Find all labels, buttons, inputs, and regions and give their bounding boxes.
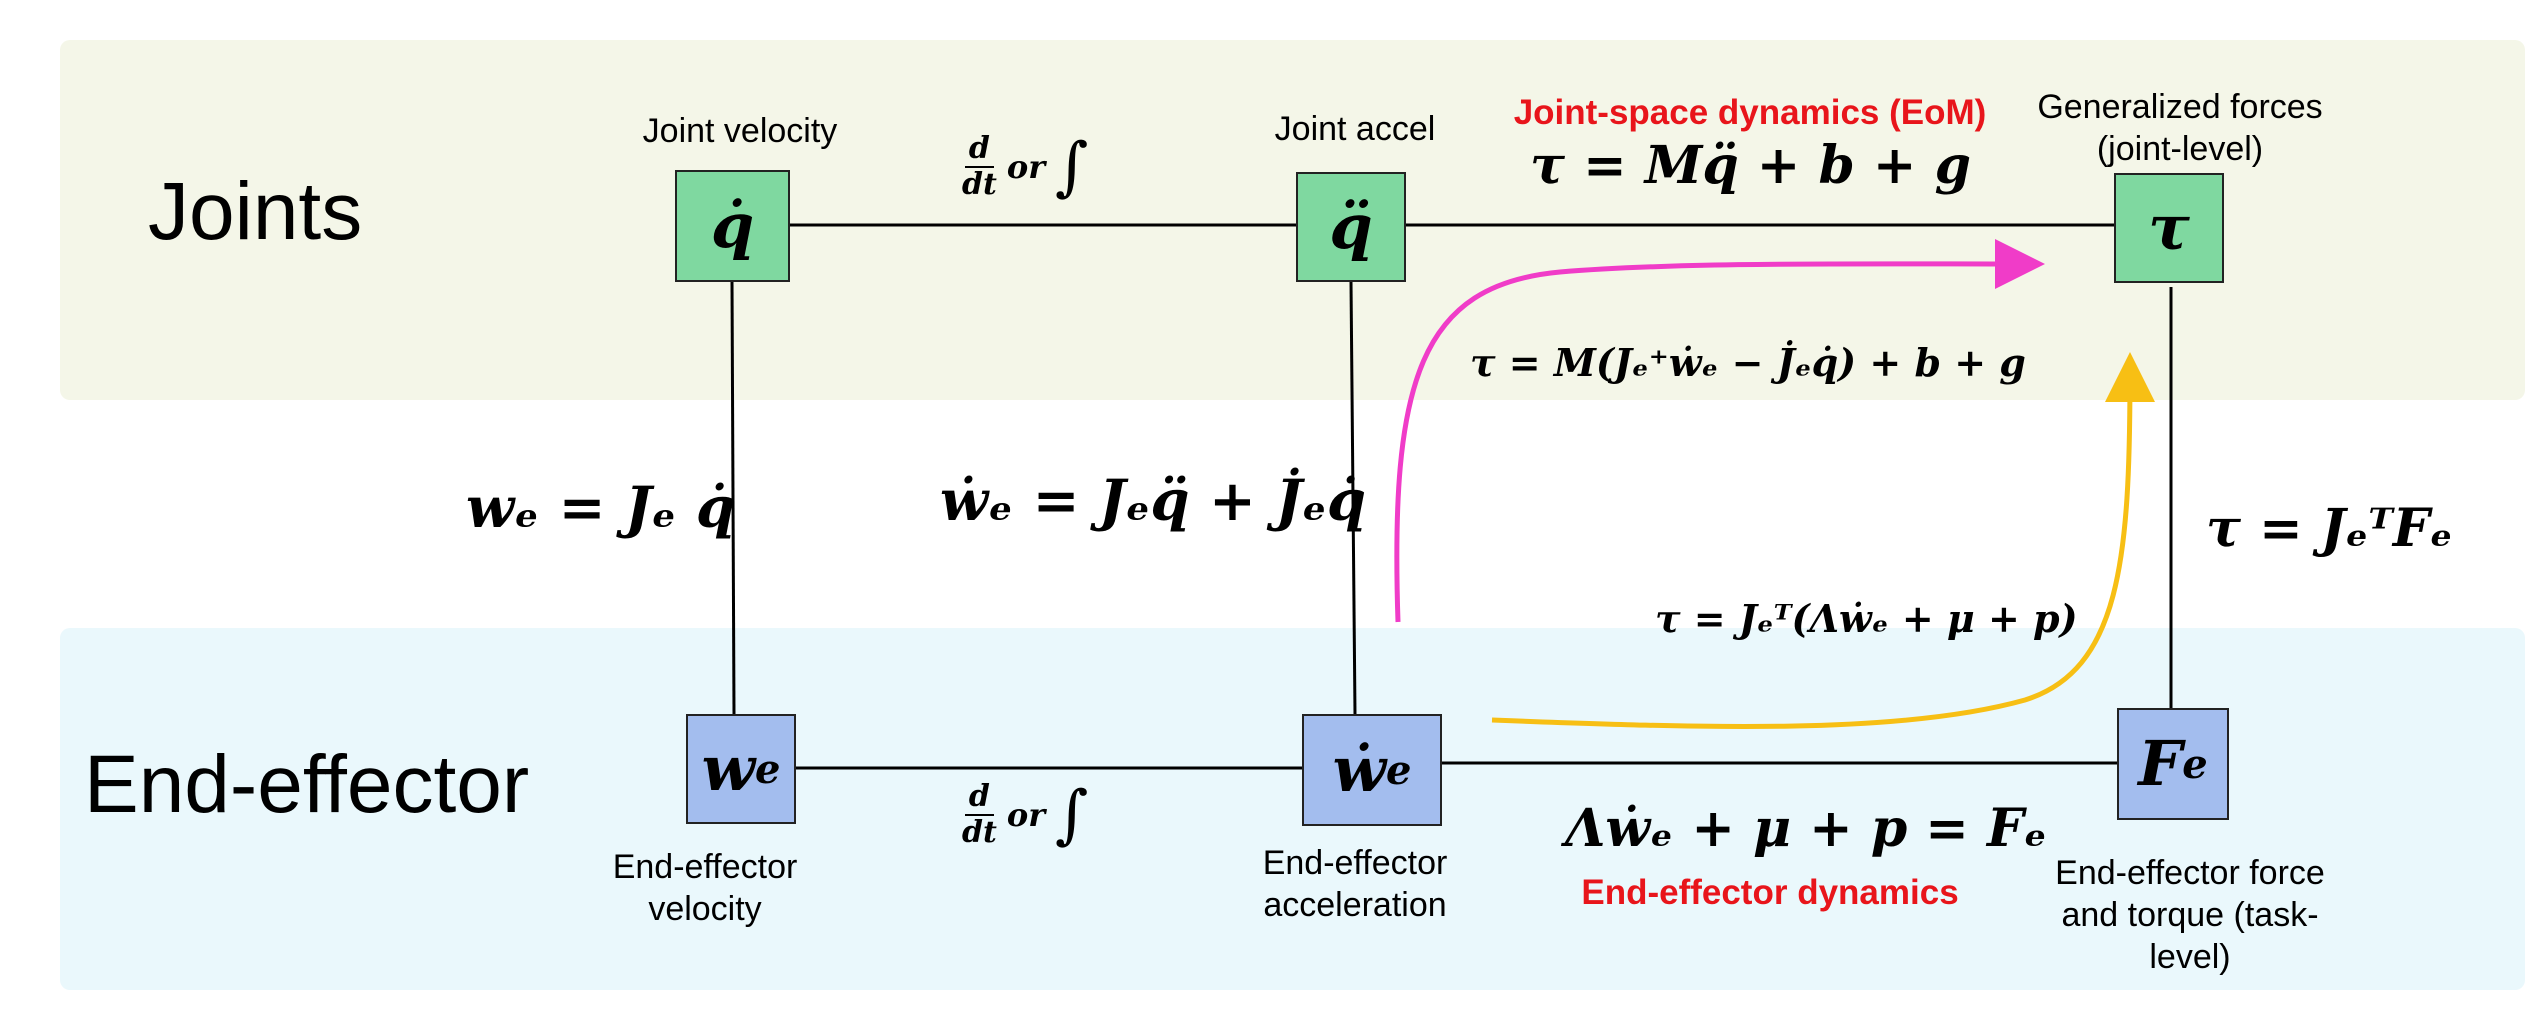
or-text: or	[1006, 148, 1046, 186]
caption-joint-velocity: Joint velocity	[642, 112, 838, 150]
joint-space-title: Joint-space dynamics (EoM)	[1513, 93, 1987, 132]
edge-qdot-we	[730, 281, 736, 715]
edge-qddot-wedot	[1349, 281, 1357, 715]
node-symbol: F	[2138, 727, 2183, 800]
or-text: or	[1006, 796, 1046, 834]
caption-generalized-forces: Generalized forces (joint-level)	[2037, 88, 2323, 168]
force-map-equation: τ = JₑᵀFₑ	[2206, 498, 2453, 559]
node-symbol: q̈	[1329, 190, 1373, 263]
caption-ee-velocity: End-effector velocity	[612, 848, 798, 928]
magenta-arrow	[1394, 238, 2045, 623]
joint-eom-equation: τ = Mq̈ + b + g	[1530, 135, 1971, 196]
velocity-map-equation: wₑ = Jₑ q̇	[466, 475, 736, 541]
node-joint-velocity: q̇	[675, 170, 790, 282]
derivative-denominator: dt	[962, 167, 997, 202]
node-joint-accel: q̈	[1296, 172, 1406, 282]
node-generalized-forces: τ	[2114, 173, 2224, 283]
node-symbol: q̇	[710, 189, 755, 262]
node-symbol: ẇ	[1332, 733, 1386, 806]
caption-joint-accel: Joint accel	[1274, 110, 1436, 148]
caption-ee-force: End-effector force and torque (task-leve…	[2055, 854, 2325, 976]
integral-sign: ∫	[1055, 130, 1089, 204]
caption-ee-acceleration: End-effector acceleration	[1262, 844, 1448, 924]
yellow-arrow	[1491, 352, 2155, 730]
node-symbol: w	[701, 732, 755, 805]
node-subscript: e	[754, 745, 781, 793]
node-subscript: e	[1385, 746, 1412, 794]
integral-sign: ∫	[1055, 778, 1089, 852]
end-effector-label: End-effector	[84, 739, 530, 830]
derivative-numerator: d	[964, 132, 994, 168]
derivative-denominator: dt	[962, 815, 997, 850]
joints-label: Joints	[148, 166, 363, 257]
node-symbol: τ	[2148, 191, 2190, 264]
acceleration-map-equation: ẇₑ = Jₑq̈ + J̇ₑq̇	[940, 468, 1366, 534]
magenta-path-equation: τ = M(Jₑ⁺ẇₑ − J̇ₑq̇) + b + g	[1470, 340, 2026, 385]
ee-eom-equation: Λẇₑ + μ + p = Fₑ	[1565, 798, 2047, 859]
derivative-numerator: d	[964, 780, 994, 816]
yellow-path-equation: τ = Jₑᵀ(Λẇₑ + μ + p)	[1655, 596, 2078, 641]
ee-dynamics-title: End-effector dynamics	[1581, 873, 1959, 912]
end-effector-band	[60, 628, 2525, 990]
node-subscript: e	[2182, 740, 2208, 788]
